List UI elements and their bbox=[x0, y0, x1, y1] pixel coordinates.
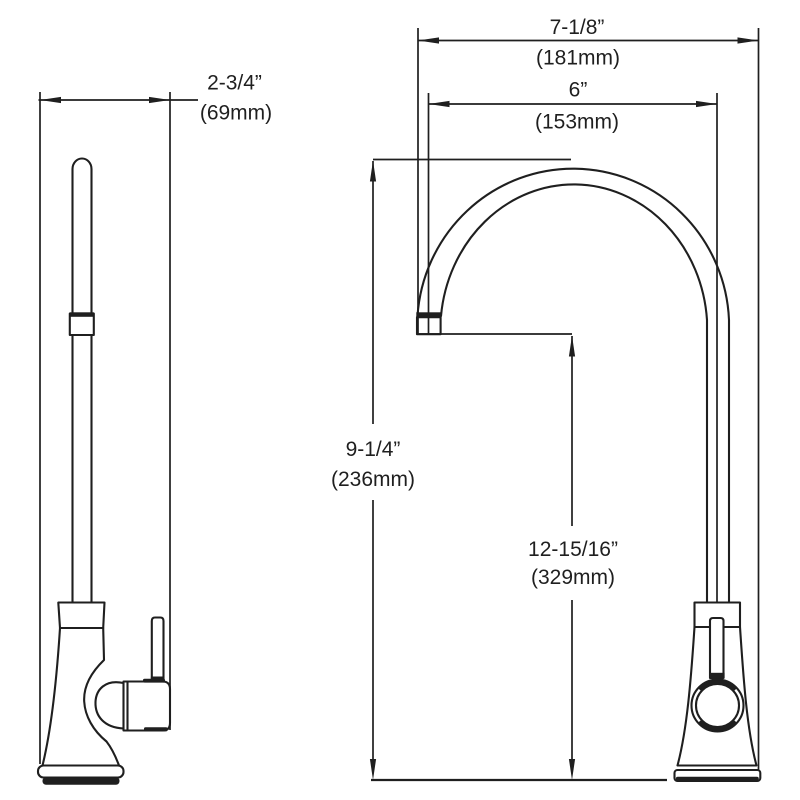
handle-knob-outer bbox=[690, 678, 745, 733]
side-view-faucet bbox=[36, 157, 172, 785]
dim-arrow-up bbox=[568, 335, 576, 357]
handle-hub-cap-top bbox=[143, 678, 165, 683]
handle-knob-bottom-arc bbox=[698, 719, 737, 731]
dim-label-inches: 12-15/16” bbox=[528, 538, 618, 561]
handle-knob-top-arc bbox=[698, 680, 737, 692]
dim-label-inches: 2-3/4” bbox=[207, 72, 262, 95]
spout-collar-band bbox=[69, 312, 94, 317]
side-view-width-dimension: 2-3/4” (69mm) bbox=[38, 72, 272, 764]
dim-arrow-left bbox=[40, 96, 61, 104]
base-cap bbox=[57, 601, 106, 630]
handle-stem-band bbox=[709, 672, 725, 679]
dim-arrow-right bbox=[737, 37, 759, 44]
side-view: 2-3/4” (69mm) bbox=[36, 72, 272, 785]
dim-arrow-down bbox=[369, 759, 377, 780]
dim-label-inches: 6” bbox=[569, 79, 588, 102]
faucet-body bbox=[41, 626, 121, 767]
handle-stem bbox=[708, 616, 725, 680]
dim-arrow-up bbox=[369, 160, 377, 182]
dim-label-inches: 7-1/8” bbox=[550, 16, 605, 39]
dim-arrow-down bbox=[568, 759, 576, 780]
base-plate bbox=[36, 764, 125, 779]
height-b-dimension: 12-15/16” (329mm) bbox=[417, 333, 618, 780]
handle-joint-face bbox=[94, 681, 125, 730]
dim-arrow-left bbox=[418, 37, 439, 44]
height-a-dimension: 9-1/4” (236mm) bbox=[331, 158, 571, 780]
dim-label-mm: (69mm) bbox=[200, 102, 272, 125]
handle-lever bbox=[150, 616, 165, 684]
base-plate-band bbox=[42, 777, 120, 785]
dim-label-mm: (329mm) bbox=[531, 566, 615, 589]
dim-arrow-right bbox=[149, 96, 170, 104]
overall-width-dimension: 7-1/8” (181mm) bbox=[417, 16, 760, 770]
dim-label-mm: (236mm) bbox=[331, 468, 415, 491]
front-view-faucet bbox=[415, 167, 762, 783]
dim-label-inches: 9-1/4” bbox=[346, 438, 401, 461]
deck-plate-band bbox=[675, 776, 759, 782]
spout-tube bbox=[71, 157, 93, 604]
handle-hub-cap-bottom bbox=[144, 727, 168, 732]
dim-arrow-left bbox=[428, 100, 450, 108]
handle-hub bbox=[122, 680, 172, 732]
spout-center-dimension: 6” (153mm) bbox=[427, 79, 718, 603]
front-view: 7-1/8” (181mm) 6” (153mm) 9-1/4” (236mm) bbox=[331, 16, 762, 783]
dim-arrow-right bbox=[696, 100, 717, 108]
dim-label-mm: (181mm) bbox=[536, 47, 620, 70]
dim-label-mm: (153mm) bbox=[535, 111, 619, 134]
